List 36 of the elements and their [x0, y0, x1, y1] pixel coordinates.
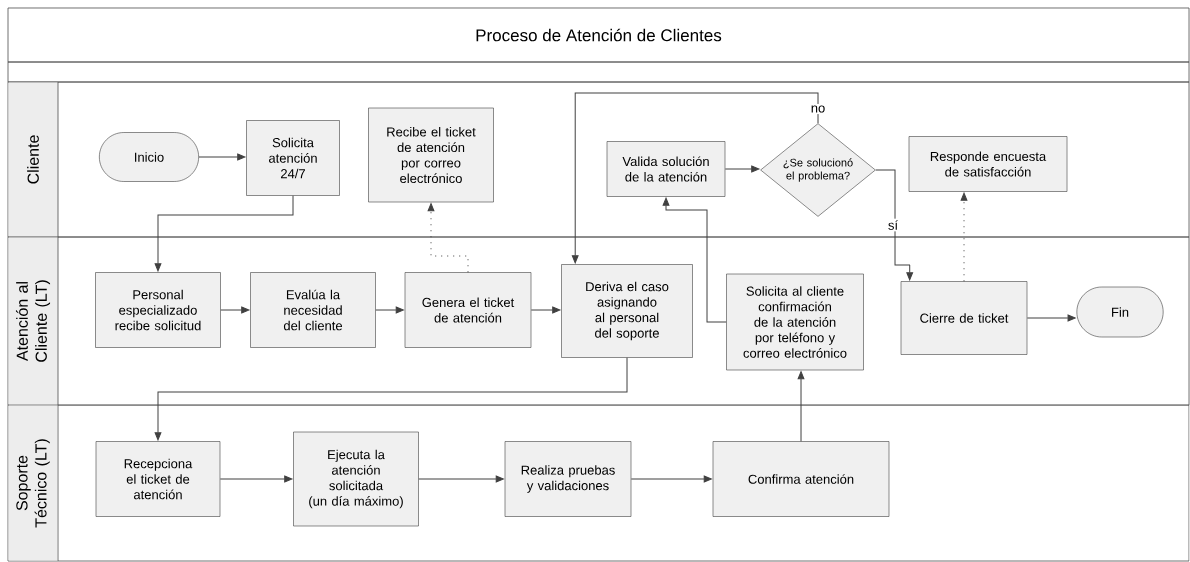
arrow	[375, 306, 404, 314]
edge-label: no	[809, 103, 827, 115]
edge-label: sí	[886, 218, 900, 232]
process-box: Solicita atención 24/7	[246, 120, 340, 196]
terminator: Inicio	[99, 132, 199, 182]
title-band: Proceso de Atención de Clientes	[7, 7, 1190, 63]
arrow	[724, 165, 760, 173]
arrow	[219, 475, 293, 483]
arrow	[198, 153, 246, 161]
terminator: Fin	[1076, 286, 1164, 338]
process-box: Realiza pruebas y validaciones	[504, 441, 632, 517]
arrow	[427, 203, 469, 273]
arrow	[875, 169, 914, 281]
arrow	[154, 195, 294, 272]
arrow	[530, 306, 561, 314]
arrow	[418, 475, 504, 483]
arrow	[571, 92, 819, 264]
process-box: Solicita al cliente confirmación de la atención por teléfono y correo electrónico	[726, 273, 864, 371]
process-box: Personal especializado recibe solicitud	[95, 272, 221, 348]
arrow	[630, 475, 712, 483]
arrow	[220, 306, 250, 314]
process-box: Deriva el caso asignando al personal del soporte	[561, 264, 693, 358]
arrow	[1026, 314, 1076, 322]
process-box: Genera el ticket de atención	[404, 272, 532, 348]
process-box: Valida solución de la atención	[606, 141, 726, 197]
arrow	[960, 192, 968, 282]
arrow	[662, 197, 727, 323]
process-box: Ejecuta la atención solicitada (un día máximo)	[293, 431, 419, 527]
process-box: Recepciona el ticket de atención	[95, 441, 221, 517]
process-box: Evalúa la necesidad del cliente	[250, 272, 376, 348]
process-box: Recibe el ticket de atención por correo electrónico	[368, 107, 494, 203]
process-box: Confirma atención	[712, 441, 890, 517]
process-box: Cierre de ticket	[900, 281, 1028, 355]
process-box: Responde encuesta de satisfacción	[908, 136, 1068, 192]
arrow	[797, 371, 805, 442]
arrow	[154, 357, 628, 441]
